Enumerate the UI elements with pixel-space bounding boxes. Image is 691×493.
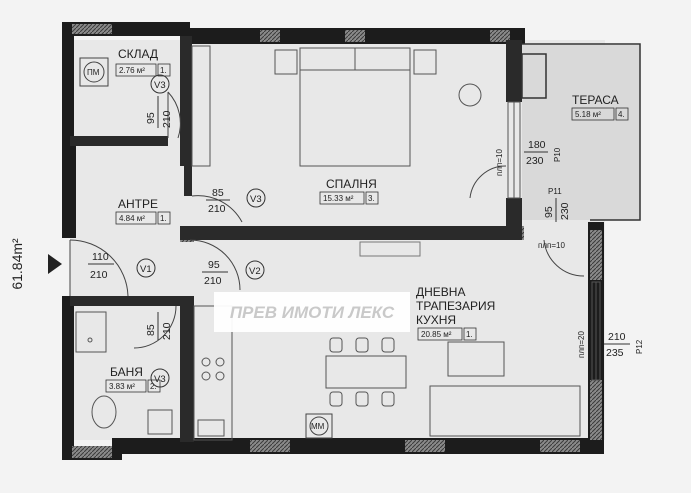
door-v3-banya-width: 85 (145, 324, 157, 336)
fixture-pm-label: ПМ (87, 68, 100, 77)
watermark-text: ПРЕВ ИМОТИ ЛЕКС (230, 303, 395, 322)
bed (274, 47, 482, 167)
num-box-antre (157, 211, 171, 225)
window-p11-height: 230 (559, 202, 571, 220)
door-v1: 110 210 V1 (88, 251, 156, 281)
door-v3-spalnya: 85 210 V3 (206, 187, 266, 215)
num-box-spalnya (365, 191, 379, 205)
door-v3-sklad-width: 95 (145, 112, 157, 124)
window-p12-sill: плп=20 (577, 331, 586, 358)
room-num-dnevna: 1. (466, 330, 473, 339)
room-area-terasa: 5.18 м² (575, 110, 601, 119)
window-p11-width: 95 (543, 206, 555, 218)
area-box-sklad (115, 63, 157, 77)
entrance-arrow-icon (48, 254, 62, 274)
window-p12-height: 235 (606, 347, 624, 359)
door-v2-width: 95 (208, 259, 220, 271)
tv-unit (359, 241, 421, 257)
door-v3-sklad: 95 210 V3 (145, 74, 173, 128)
door-v3-banya-height: 210 (161, 322, 173, 340)
room-name-dnevna-3: КУХНЯ (416, 313, 456, 327)
room-num-terasa: 4. (618, 110, 625, 119)
door-v3-sklad-height: 210 (161, 110, 173, 128)
dishwasher-icon (305, 413, 333, 439)
room-name-sklad: СКЛАД (118, 47, 158, 61)
room-name-terasa: ТЕРАСА (572, 93, 619, 107)
window-p10-sill: плп=10 (495, 149, 504, 176)
door-v3-banya-label: V3 (154, 374, 166, 385)
room-area-dnevna: 20.85 м² (421, 330, 452, 339)
door-swings (69, 91, 585, 349)
room-name-dnevna-1: ДНЕВНА (416, 285, 465, 299)
total-area-label: 61.84m² (9, 238, 25, 290)
fixture-mm-label: ММ (311, 422, 325, 431)
num-box-terasa (615, 107, 629, 121)
area-box-terasa (571, 107, 615, 121)
room-num-banya: 2. (150, 382, 157, 391)
watermark: ПРЕВ ИМОТИ ЛЕКС (214, 292, 410, 332)
window-p11-label: P11 (548, 187, 562, 196)
window-p11-sill: плп=10 (538, 241, 565, 250)
terrace-outline (521, 43, 641, 221)
door-v3-spalnya-width: 85 (212, 187, 224, 199)
door-v3-spalnya-height: 210 (208, 203, 226, 215)
window-p10-height: 230 (526, 155, 544, 167)
door-v2-label: V2 (249, 266, 261, 277)
terrace-floor (522, 45, 640, 220)
room-name-banya: БАНЯ (110, 365, 143, 379)
door-v1-width: 110 (92, 251, 109, 263)
window-p12-width: 210 (608, 331, 626, 343)
room-name-spalnya: СПАЛНЯ (326, 177, 377, 191)
room-area-spalnya: 15.33 м² (323, 194, 354, 203)
window-p12-label: P12 (635, 339, 644, 354)
num-box-dnevna (463, 327, 477, 341)
window-p12: плп=20 210 235 P12 (577, 331, 644, 359)
kitchen-counter (193, 305, 233, 441)
room-num-spalnya: 3. (368, 194, 375, 203)
room-name-dnevna-2: ТРАПЕЗАРИЯ (416, 299, 495, 313)
room-area-banya: 3.83 м² (109, 382, 135, 391)
door-v3-spalnya-label: V3 (250, 194, 262, 205)
window-p10: плп=10 180 230 P10 (495, 139, 562, 176)
area-box-spalnya (319, 191, 365, 205)
door-v1-height: 210 (90, 269, 108, 281)
sofa (429, 341, 581, 437)
room-num-antre: 1. (160, 214, 167, 223)
window-p11: P11 95 230 плп=10 (538, 187, 571, 250)
room-name-antre: АНТРЕ (118, 197, 158, 211)
window-p10-label: P10 (553, 147, 562, 162)
bathroom-fixtures (75, 311, 173, 435)
area-box-dnevna (417, 327, 463, 341)
num-box-banya (147, 379, 161, 393)
room-area-antre: 4.84 м² (119, 214, 145, 223)
door-v3-banya: 85 210 V3 (145, 312, 173, 388)
area-box-antre (115, 211, 157, 225)
door-v3-sklad-label: V3 (154, 80, 166, 91)
door-v2: 95 210 V2 (202, 259, 265, 287)
room-num-sklad: 1. (160, 66, 167, 75)
room-area-sklad: 2.76 м² (119, 66, 145, 75)
door-v1-label: V1 (140, 264, 152, 275)
wardrobe-spalnya (191, 45, 211, 167)
washing-machine-icon (79, 57, 109, 87)
window-p10-width: 180 (528, 139, 546, 151)
windows (507, 101, 601, 381)
dining-set (325, 337, 407, 407)
area-box-banya (105, 379, 147, 393)
door-v2-height: 210 (204, 275, 222, 287)
interior-walls (70, 36, 522, 442)
